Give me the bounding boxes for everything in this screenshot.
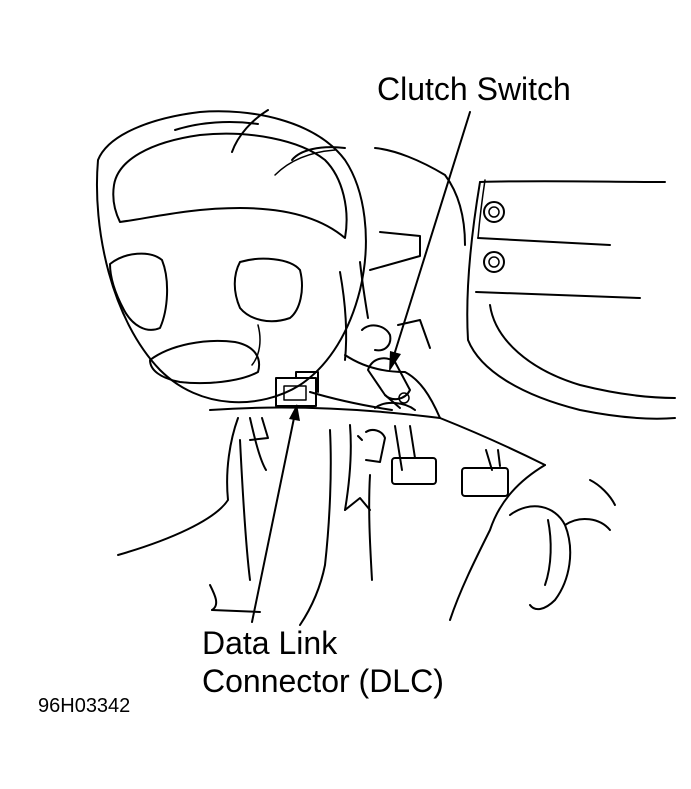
kick-panel [117,417,332,626]
dlc-label: Data Link Connector (DLC) [202,624,444,700]
dlc-label-line1: Data Link [202,625,338,661]
figure-id: 96H03342 [38,695,131,717]
steering-wheel [95,109,367,404]
clutch-switch-part [367,357,416,411]
shifter-tunnel [449,464,616,621]
dlc-label-line2: Connector (DLC) [202,663,444,699]
pedal-area [344,424,509,581]
center-console [466,179,676,420]
leader-lines [251,111,471,623]
dash-upper [291,146,466,361]
clutch-switch-label: Clutch Switch [377,71,571,107]
dlc-part [275,371,319,407]
